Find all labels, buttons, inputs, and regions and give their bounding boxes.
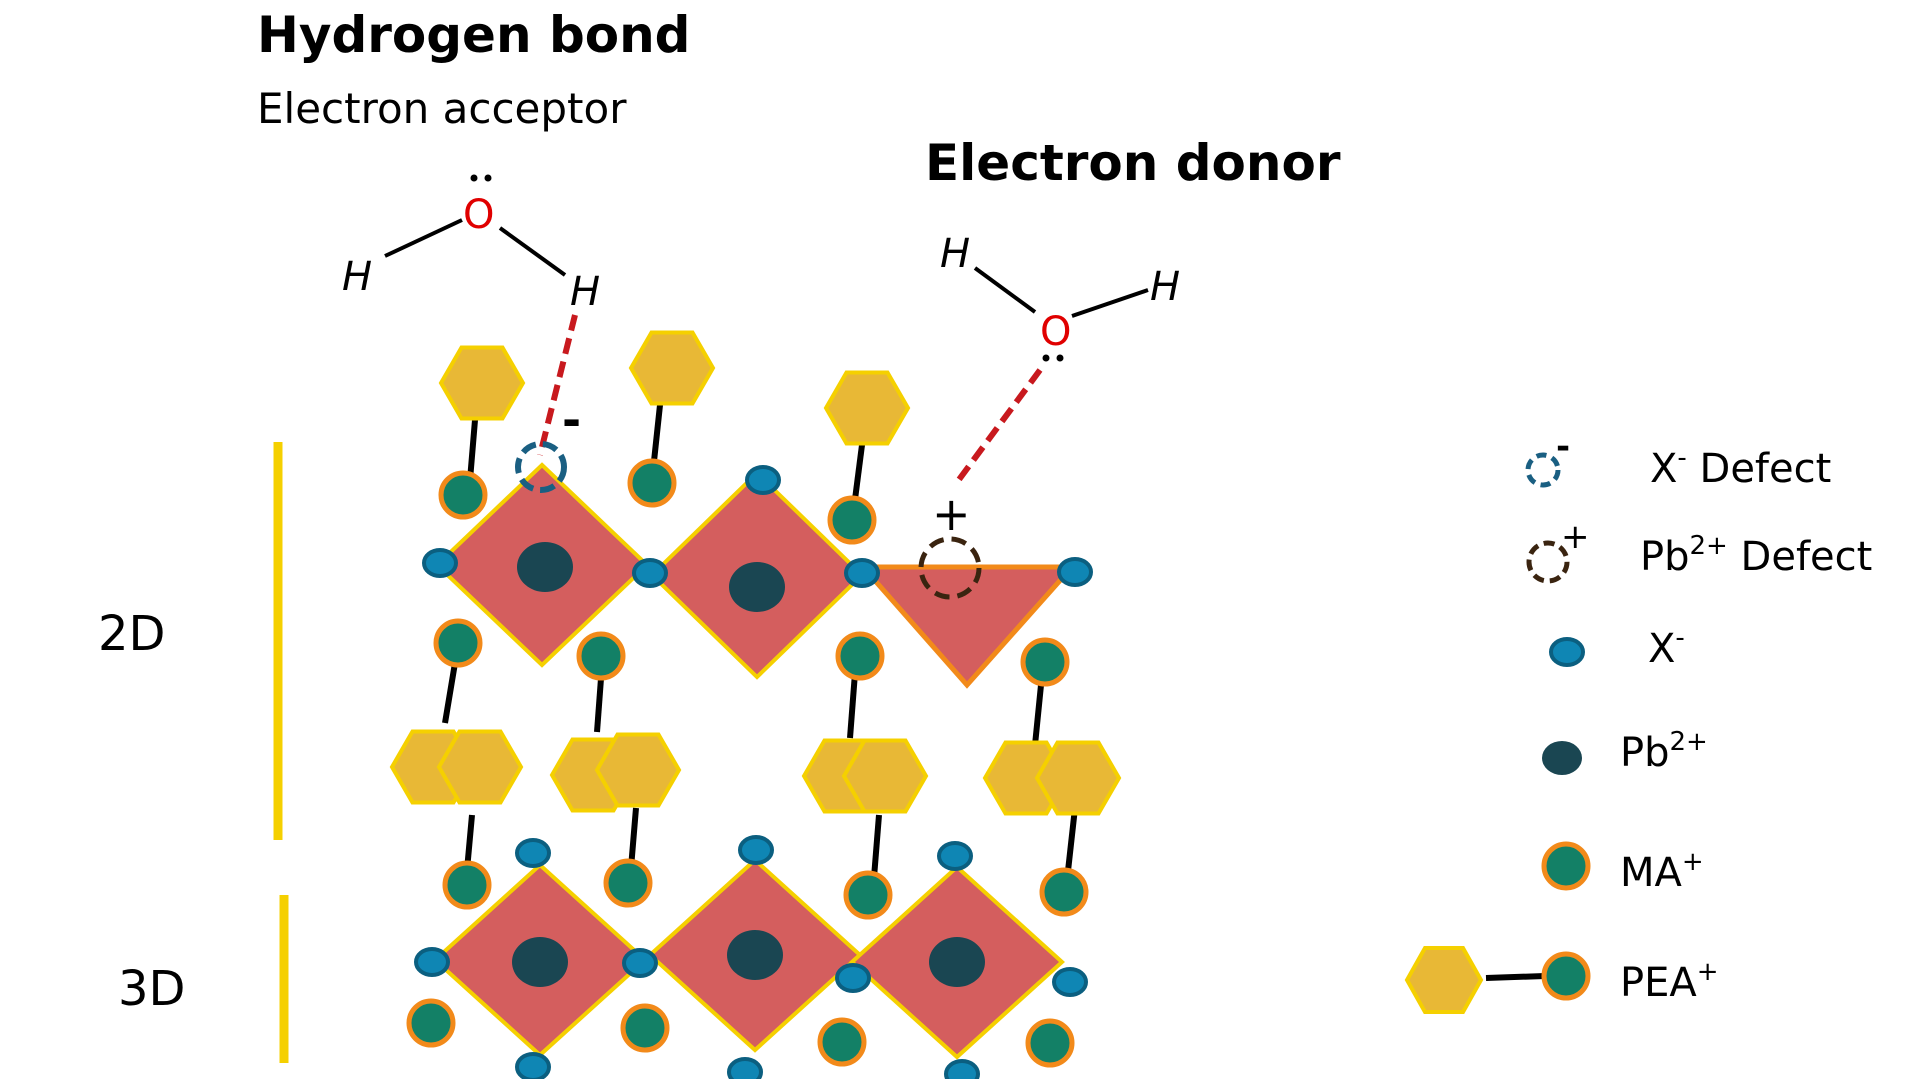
pb-ion — [727, 930, 783, 980]
hydrogen-bond-line — [952, 368, 1043, 487]
pb-ion — [929, 937, 985, 987]
legend: - X- Defect + Pb2+ Defect X- Pb2+ MA+ PE — [1404, 427, 1872, 1014]
legend-x-ion-label: X- — [1648, 623, 1685, 672]
legend-pea-label: PEA+ — [1620, 957, 1719, 1006]
x-ion — [1052, 967, 1088, 997]
phenyl-ring — [628, 330, 716, 406]
phenyl-ring-icon — [1404, 946, 1484, 1014]
lone-pair-dot — [470, 174, 478, 182]
ma-cation — [442, 860, 492, 910]
x-ion — [844, 558, 880, 588]
pb-ion — [517, 542, 573, 592]
octahedra — [432, 462, 1078, 1060]
ma-cation — [627, 458, 677, 508]
oh-bond — [1071, 288, 1149, 318]
electron-acceptor-label: Electron acceptor — [257, 84, 627, 133]
ma-cation-icon — [1541, 841, 1591, 891]
pb-ions — [512, 542, 985, 987]
ma-cation — [433, 618, 483, 668]
ma-cation — [817, 1017, 867, 1067]
legend-ma-label: MA+ — [1620, 847, 1704, 896]
ma-cations — [406, 458, 1089, 1068]
ma-cation — [843, 870, 893, 920]
x-ion — [622, 948, 658, 978]
phenyl-ring — [594, 732, 682, 808]
ma-cation — [1020, 637, 1070, 687]
ma-cation — [438, 470, 488, 520]
hydrogen-atom: H — [342, 254, 372, 300]
x-ion — [422, 548, 458, 578]
pea-linker-icon — [1485, 973, 1546, 981]
hydrogen-bond-line — [537, 314, 578, 456]
x-ion — [944, 1059, 980, 1079]
pea-linker-bond — [467, 419, 478, 481]
x-defect-icon-charge: - — [1556, 427, 1570, 467]
pb-defect-site — [918, 536, 982, 600]
hydrogen-atom: H — [570, 269, 600, 315]
pb-defect-icon — [1526, 540, 1570, 584]
ma-cation — [406, 998, 456, 1048]
pea-linker-bond — [1032, 684, 1044, 746]
x-defect-icon — [1525, 452, 1561, 488]
pb-ion-icon — [1542, 741, 1582, 775]
defective-octahedron — [857, 564, 1078, 689]
pb-defect-icon-charge: + — [1561, 517, 1590, 557]
phenyl-ring — [1034, 740, 1122, 816]
x-ion — [515, 1052, 551, 1079]
hydrogen-bond-title: Hydrogen bond — [257, 6, 690, 64]
oh-bond — [973, 266, 1037, 314]
three-d-label: 3D — [118, 961, 186, 1017]
lone-pair-dot — [1056, 354, 1064, 362]
x-ion — [632, 558, 668, 588]
x-ion — [515, 838, 551, 868]
legend-pb-ion-label: Pb2+ — [1620, 727, 1708, 776]
electron-donor-title: Electron donor — [925, 134, 1341, 192]
x-ion — [835, 963, 871, 993]
oh-bond — [384, 218, 463, 258]
ma-cation — [835, 631, 885, 681]
oxygen-atom: O — [463, 192, 494, 238]
two-d-label: 2D — [98, 606, 166, 662]
oxygen-atom: O — [1040, 309, 1071, 355]
minus-charge: - — [562, 393, 581, 447]
phenyl-ring — [841, 738, 929, 814]
legend-x-defect-label: X- Defect — [1650, 443, 1831, 492]
ma-cation — [576, 631, 626, 681]
pb-ion — [729, 562, 785, 612]
pea-ammonium-icon — [1541, 951, 1591, 1001]
lone-pair-dot — [1042, 354, 1050, 362]
ma-cation — [1039, 867, 1089, 917]
x-ion — [745, 465, 781, 495]
x-ion — [727, 1057, 763, 1079]
ma-cation — [603, 858, 653, 908]
phenyl-ring — [436, 729, 524, 805]
hydrogen-atom: H — [940, 231, 970, 277]
pea-linker-bond — [442, 656, 459, 724]
x-ion — [937, 841, 973, 871]
pea-phenyl-rings — [389, 330, 1122, 816]
pb-ion — [512, 937, 568, 987]
x-ion — [1057, 557, 1093, 587]
phenyl-ring — [823, 370, 911, 446]
ma-cation — [1025, 1018, 1075, 1068]
pea-linker-bond — [847, 672, 858, 739]
x-ion — [414, 947, 450, 977]
plus-charge: + — [932, 487, 971, 541]
ma-cation — [827, 495, 877, 545]
x-ion — [738, 835, 774, 865]
phenyl-ring — [438, 345, 526, 421]
x-defect-site — [515, 441, 567, 493]
lone-pair-dot — [484, 174, 492, 182]
legend-pb-defect-label: Pb2+ Defect — [1640, 531, 1872, 580]
ma-cation — [620, 1003, 670, 1053]
hydrogen-atom: H — [1150, 264, 1180, 310]
water-molecule-left: H O H — [342, 174, 600, 315]
x-ion-icon — [1549, 637, 1585, 667]
water-molecule-right: H O H — [940, 231, 1180, 362]
x-ions — [414, 465, 1093, 1079]
oh-bond — [498, 226, 567, 277]
